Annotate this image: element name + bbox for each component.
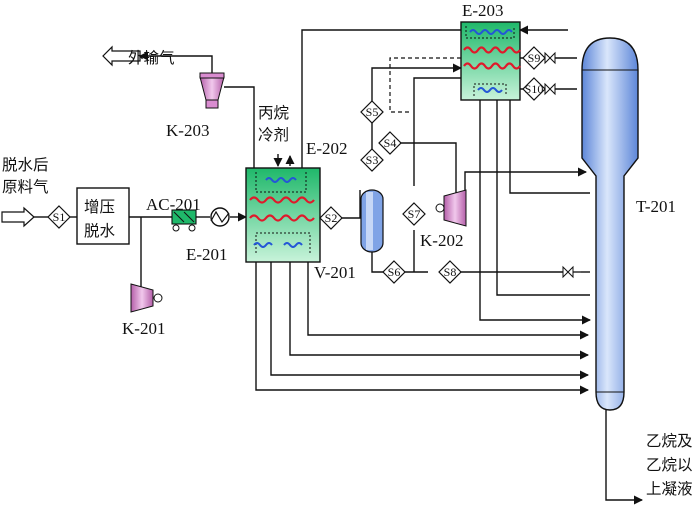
svg-text:S7: S7 xyxy=(408,207,421,221)
air-cooler-ac201 xyxy=(171,209,197,232)
stream-s1: S1 xyxy=(47,205,71,229)
e203-label: E-203 xyxy=(462,1,504,20)
svg-text:S8: S8 xyxy=(444,265,457,279)
refrigerant-label-line1: 丙烷 xyxy=(258,104,290,122)
e201-label: E-201 xyxy=(186,245,228,264)
cold-coil-icon xyxy=(477,87,503,93)
export-arrow-icon xyxy=(102,45,141,67)
unit-label-line2: 脱水 xyxy=(84,222,116,240)
export-gas-label: 外输气 xyxy=(128,49,175,67)
valve-icon xyxy=(544,51,581,279)
svg-text:S1: S1 xyxy=(53,210,66,224)
compression-dehydration-unit xyxy=(76,187,130,245)
svg-text:S10: S10 xyxy=(525,82,544,96)
product-label-line1: 乙烷及 xyxy=(646,432,693,450)
column-t201 xyxy=(581,37,639,411)
stream-s6: S6 xyxy=(382,260,406,284)
svg-text:S2: S2 xyxy=(325,211,338,225)
svg-text:S3: S3 xyxy=(366,153,379,167)
svg-text:S9: S9 xyxy=(528,51,541,65)
svg-text:S6: S6 xyxy=(388,265,401,279)
compressor-k203 xyxy=(199,72,225,109)
unit-label-line1: 增压 xyxy=(84,198,115,216)
stream-s7: S7 xyxy=(402,202,426,226)
svg-text:S5: S5 xyxy=(366,105,379,119)
hot-coil-icon xyxy=(249,214,315,222)
product-label-line3: 上凝液 xyxy=(646,480,693,498)
cold-box-e202 xyxy=(245,167,321,263)
cold-coil-icon xyxy=(253,242,273,248)
ac201-label: AC-201 xyxy=(146,195,201,214)
feed-label-line2: 原料气 xyxy=(2,178,49,196)
stream-s2: S2 xyxy=(319,206,343,230)
exchanger-e201 xyxy=(210,207,230,227)
stream-s10: S10 xyxy=(522,77,546,101)
k203-label: K-203 xyxy=(166,121,209,140)
refrigerant-label-line2: 冷剂 xyxy=(258,126,289,144)
pipes xyxy=(34,25,643,505)
exchanger-e203 xyxy=(460,21,521,101)
cold-coil-icon xyxy=(283,242,303,248)
product-label-line2: 乙烷以 xyxy=(646,456,693,474)
hot-coil-icon xyxy=(249,196,315,204)
labels: 脱水后 原料气 增压 脱水 外输气 丙烷 冷剂 乙烷及 乙烷以 上凝液 K-20… xyxy=(2,1,693,498)
hot-coil-icon xyxy=(463,62,521,70)
stream-s5: S5 xyxy=(360,100,384,124)
v201-label: V-201 xyxy=(314,263,356,282)
hot-coil-icon xyxy=(463,46,521,54)
stream-s4: S4 xyxy=(378,131,402,155)
cold-coil-icon xyxy=(469,29,513,35)
feed-arrow-icon xyxy=(1,206,35,228)
compressor-k202 xyxy=(435,189,467,227)
stream-s8: S8 xyxy=(438,260,462,284)
k201-label: K-201 xyxy=(122,319,165,338)
stream-markers: S1 S2 S3 S4 S5 S6 S7 S8 S9 S10 xyxy=(47,46,546,284)
e202-label: E-202 xyxy=(306,139,348,158)
k202-label: K-202 xyxy=(420,231,463,250)
compressor-k201 xyxy=(130,283,163,313)
separator-v201 xyxy=(360,189,384,253)
cold-coil-icon xyxy=(265,177,297,183)
stream-s3: S3 xyxy=(360,148,384,172)
feed-label-line1: 脱水后 xyxy=(2,156,49,174)
svg-text:S4: S4 xyxy=(384,136,397,150)
stream-s9: S9 xyxy=(522,46,546,70)
t201-label: T-201 xyxy=(636,197,676,216)
